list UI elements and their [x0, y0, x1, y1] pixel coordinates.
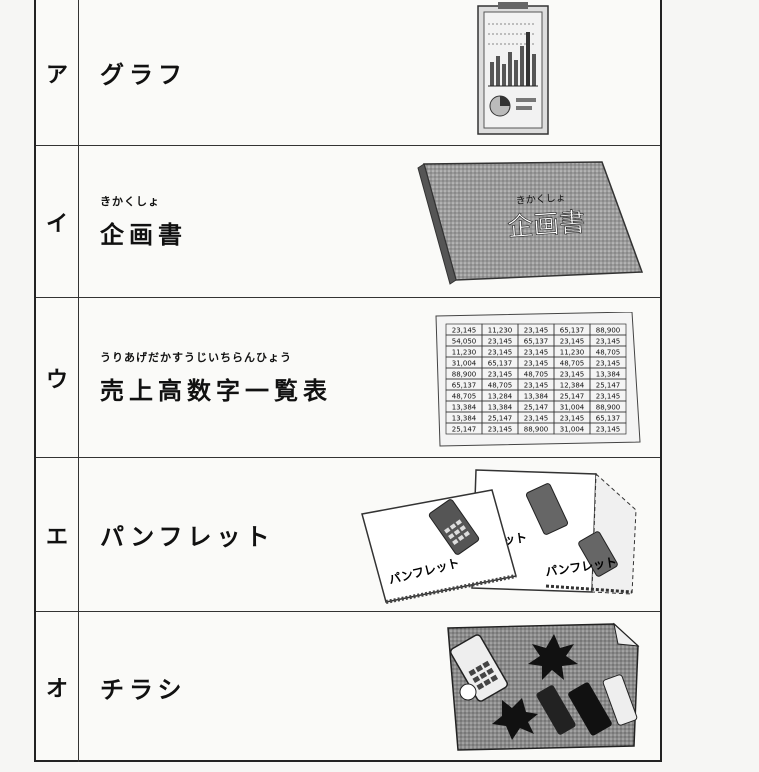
row-mark: イ [36, 146, 79, 297]
row-proposal: イ きかくしょ 企画書 きかくしょ 企画書 [36, 146, 660, 298]
table-cell: 23,145 [596, 338, 621, 346]
table-cell: 23,145 [596, 426, 621, 434]
row-sales-table: ウ うりあげだかすうじいちらんひょう 売上高数字一覧表 23,145 11,230… [36, 298, 660, 458]
row-mark: エ [36, 458, 79, 611]
row-mark: ウ [36, 298, 79, 457]
table-cell: 23,145 [524, 415, 549, 423]
table-cell: 31,004 [560, 404, 585, 412]
table-cell: 23,145 [524, 327, 549, 335]
table-cell: 48,705 [524, 371, 549, 379]
row-pamphlet: エ パンフレット フレット パンフレット パンフレット [36, 458, 660, 612]
table-cell: 23,145 [488, 338, 513, 346]
cover-title: 企画書 [506, 208, 586, 243]
table-cell: 65,137 [596, 415, 621, 423]
table-cell: 23,145 [524, 382, 549, 390]
row-label: 売上高数字一覧表 [100, 377, 332, 405]
row-mark: ア [36, 0, 79, 145]
row-label: 企画書 [100, 221, 187, 249]
table-cell: 13,384 [488, 404, 513, 412]
row-label: チラシ [100, 675, 187, 704]
table-cell-border [589, 422, 627, 435]
term-table: ア グラフ イ きかくしょ [34, 0, 662, 762]
table-cell: 23,145 [596, 393, 621, 401]
table-cell: 48,705 [596, 349, 621, 357]
table-cell: 11,230 [560, 349, 585, 357]
table-cell: 88,900 [596, 327, 621, 335]
table-cell: 65,137 [560, 327, 585, 335]
table-cell: 88,900 [524, 426, 549, 434]
table-cell: 88,900 [452, 371, 477, 379]
pamphlet-icon: フレット パンフレット パンフレット [361, 469, 637, 604]
graph-report-icon [477, 2, 549, 135]
table-cell: 23,145 [596, 360, 621, 368]
table-cell: 13,384 [452, 404, 477, 412]
table-cell: 88,900 [596, 404, 621, 412]
table-cell: 13,384 [524, 393, 549, 401]
flyer-icon [447, 622, 640, 751]
row-flyer: オ チラシ [36, 612, 660, 762]
table-cell: 48,705 [452, 393, 477, 401]
table-cell: 23,145 [488, 426, 513, 434]
table-cell: 23,145 [452, 327, 477, 335]
table-cell: 65,137 [488, 360, 513, 368]
table-cell: 25,147 [524, 404, 549, 412]
table-cell: 48,705 [560, 360, 585, 368]
table-cell: 23,145 [560, 415, 585, 423]
table-cell: 25,147 [452, 426, 477, 434]
table-cell: 25,147 [596, 382, 621, 390]
table-cell: 31,004 [452, 360, 477, 368]
table-cell: 25,147 [560, 393, 585, 401]
table-cell: 48,705 [488, 382, 513, 390]
sales-table-icon: 23,145 11,230 23,145 65,137 88,900 54,050 23,1… [435, 312, 641, 447]
row-graph: ア グラフ [36, 0, 660, 146]
table-cell: 65,137 [452, 382, 477, 390]
table-cell: 11,230 [488, 327, 513, 335]
table-cell: 23,145 [560, 338, 585, 346]
table-cell: 65,137 [524, 338, 549, 346]
row-mark: オ [36, 612, 79, 762]
table-cell: 13,284 [488, 393, 513, 401]
proposal-book-icon: きかくしょ 企画書 [417, 161, 644, 285]
table-cell: 23,145 [560, 371, 585, 379]
table-cell: 25,147 [488, 415, 513, 423]
table-cell: 31,004 [560, 426, 585, 434]
table-cell: 23,145 [488, 349, 513, 357]
table-cell: 23,145 [488, 371, 513, 379]
table-cell: 12,384 [560, 382, 585, 390]
row-ruby: きかくしょ [100, 195, 160, 208]
table-cell: 11,230 [452, 349, 477, 357]
table-cell: 54,050 [452, 338, 477, 346]
cover-ruby: きかくしょ [515, 192, 566, 207]
row-ruby: うりあげだかすうじいちらんひょう [100, 351, 292, 364]
row-label: グラフ [100, 61, 187, 89]
table-cell: 13,384 [596, 371, 621, 379]
table-cell: 23,145 [524, 360, 549, 368]
table-cell: 23,145 [524, 349, 549, 357]
table-cell: 13,384 [452, 415, 477, 423]
row-label: パンフレット [100, 523, 275, 551]
